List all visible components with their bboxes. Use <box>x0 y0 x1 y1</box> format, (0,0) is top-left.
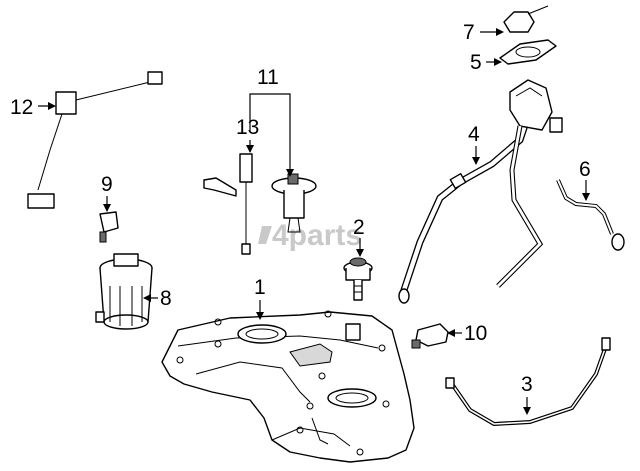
wiring-harness <box>27 71 163 209</box>
callout-10: 10 <box>464 322 487 345</box>
callout-2: 2 <box>353 216 365 239</box>
callout-13: 13 <box>236 116 259 139</box>
fuel-tank <box>161 310 415 463</box>
callout-6: 6 <box>579 158 591 181</box>
fuel-cap <box>503 5 549 33</box>
filler-pipe <box>398 79 563 304</box>
vent-hose <box>556 179 625 251</box>
vent-valve <box>343 257 373 301</box>
callout-12: 12 <box>10 96 33 119</box>
watermark-logo: 4parts <box>258 219 362 252</box>
pressure-sensor <box>99 211 119 243</box>
mounting-bracket <box>411 323 449 349</box>
filler-gasket <box>499 39 557 65</box>
callout-11: 11 <box>257 66 279 89</box>
callout-4: 4 <box>468 123 480 146</box>
tank-strap <box>445 337 611 426</box>
callout-1: 1 <box>254 276 266 299</box>
float-arm <box>203 153 253 255</box>
callout-8: 8 <box>160 287 172 310</box>
callout-9: 9 <box>101 173 113 196</box>
fuel-pump-module <box>95 253 153 330</box>
fuel-level-sender <box>271 173 317 233</box>
callout-5: 5 <box>470 51 482 74</box>
watermark-text: 4parts <box>272 219 362 252</box>
leader-11 <box>249 93 294 177</box>
callout-7: 7 <box>463 21 475 44</box>
callout-3: 3 <box>521 373 533 396</box>
